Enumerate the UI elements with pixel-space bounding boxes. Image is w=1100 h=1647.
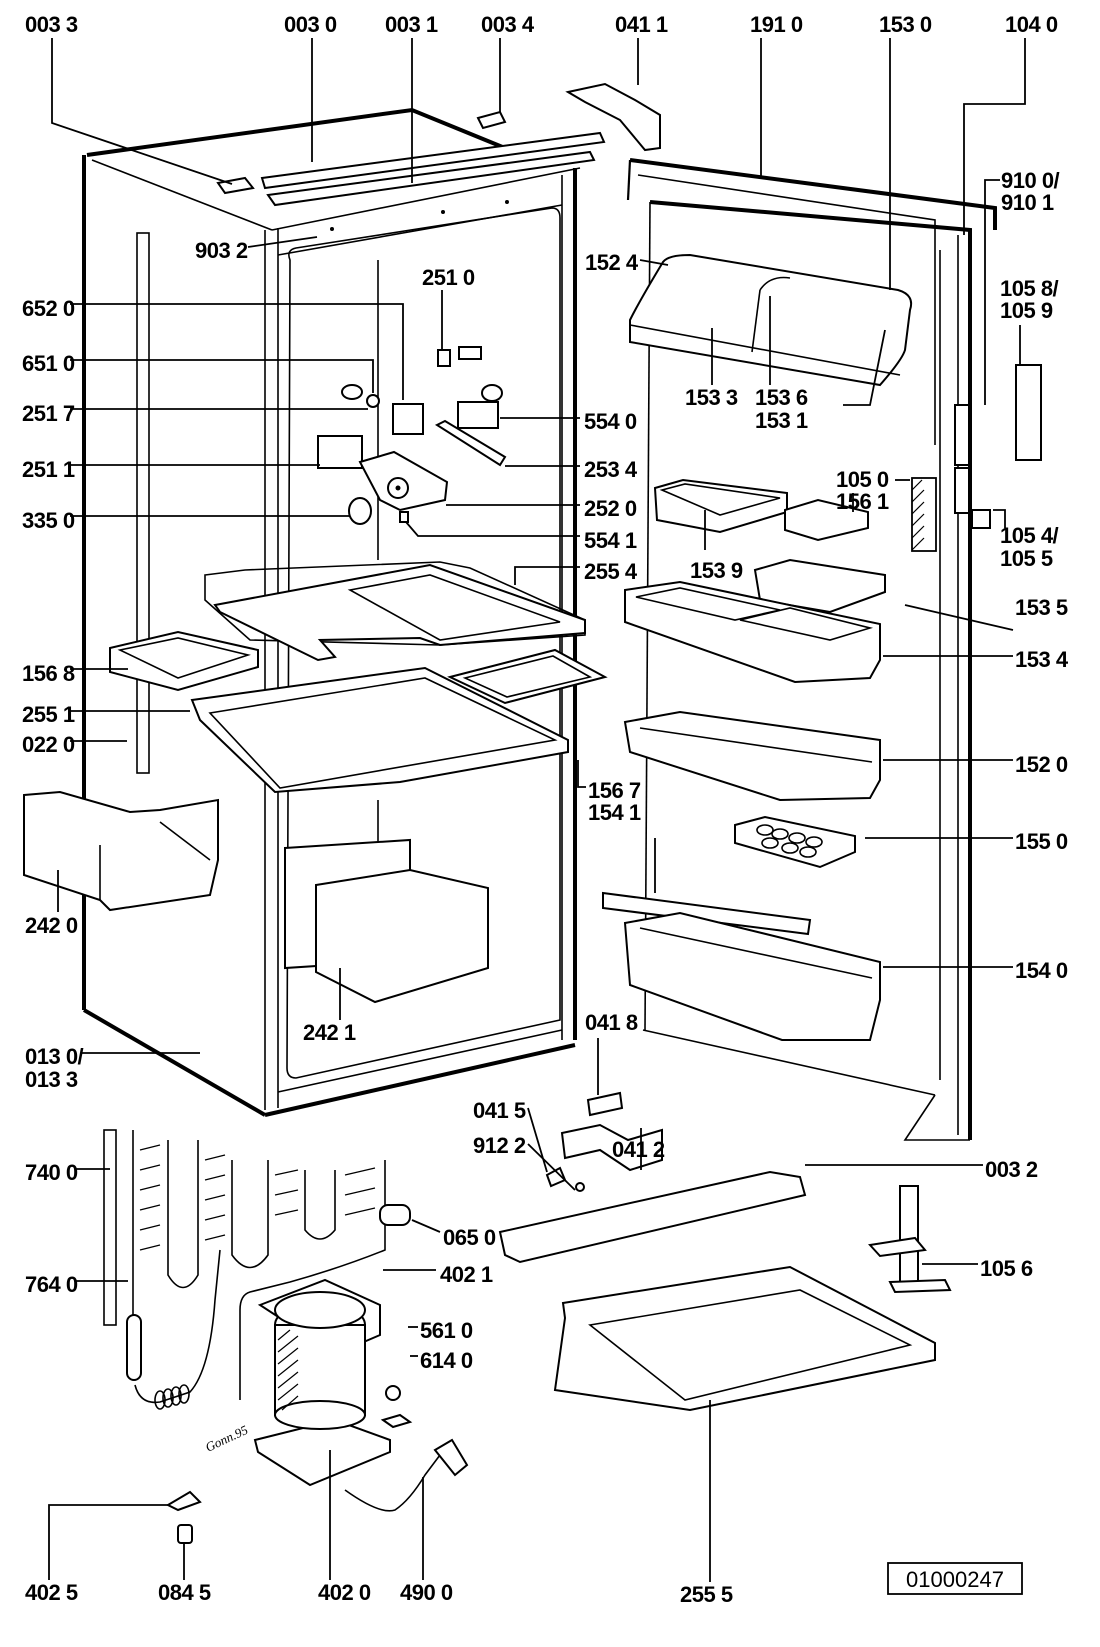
callout-1050: 105 0 [836, 467, 889, 492]
callout-6520: 652 0 [22, 296, 75, 321]
callout-9100: 910 0/ [1001, 168, 1060, 193]
reference-number: 01000247 [906, 1567, 1004, 1592]
callout-2555: 255 5 [680, 1582, 733, 1607]
callout-0415: 041 5 [473, 1098, 526, 1123]
callout-0412: 041 2 [612, 1137, 665, 1162]
callout-5610: 561 0 [420, 1318, 473, 1343]
callout-0220: 022 0 [22, 732, 75, 757]
callout-9122: 912 2 [473, 1133, 526, 1158]
callout-2534: 253 4 [584, 457, 638, 482]
callout-1550: 155 0 [1015, 829, 1068, 854]
leader-lines [48, 38, 1026, 1582]
callout-1530: 153 0 [879, 12, 932, 37]
callout-1524: 152 4 [585, 250, 639, 275]
callout-1055: 105 5 [1000, 546, 1053, 571]
callout-2551: 255 1 [22, 702, 75, 727]
callout-1059: 105 9 [1000, 298, 1053, 323]
callout-0033: 003 3 [25, 12, 78, 37]
callout-6140: 614 0 [420, 1348, 473, 1373]
callout-1536: 153 6 [755, 385, 808, 410]
callout-7640: 764 0 [25, 1272, 78, 1297]
callout-2420: 242 0 [25, 913, 78, 938]
signature-text: Gonn.95 [203, 1422, 251, 1455]
callout-1056: 105 6 [980, 1256, 1033, 1281]
callout-2517: 251 7 [22, 401, 75, 426]
callout-1568: 156 8 [22, 661, 75, 686]
callout-7400: 740 0 [25, 1160, 78, 1185]
cabinet-body [82, 107, 606, 1117]
callout-6510: 651 0 [22, 351, 75, 376]
callout-0034: 003 4 [481, 12, 535, 37]
callout-2511: 251 1 [22, 457, 75, 482]
callout-0418: 041 8 [585, 1010, 638, 1035]
callout-2510: 251 0 [422, 265, 475, 290]
callout-1561: 156 1 [836, 489, 889, 514]
hinges-and-base [498, 82, 952, 1412]
callout-0031: 003 1 [385, 12, 438, 37]
callout-2421: 242 1 [303, 1020, 356, 1045]
callout-4020: 402 0 [318, 1580, 371, 1605]
callout-1058: 105 8/ [1000, 276, 1059, 301]
callout-1533: 153 3 [685, 385, 738, 410]
callout-1539: 153 9 [690, 558, 743, 583]
callout-0845: 084 5 [158, 1580, 211, 1605]
callout-1054: 105 4/ [1000, 523, 1059, 548]
callout-1040: 104 0 [1005, 12, 1058, 37]
callout-0032: 003 2 [985, 1157, 1038, 1182]
door-assembly [602, 158, 1042, 1141]
callout-1534: 153 4 [1015, 647, 1069, 672]
callout-0030: 003 0 [284, 12, 337, 37]
shelves [23, 561, 608, 1004]
thermostat-lamp-assembly [317, 346, 507, 525]
reference-number-box: 01000247 [887, 1562, 1023, 1595]
callout-0133: 013 3 [25, 1067, 78, 1092]
callout-0130: 013 0/ [25, 1044, 84, 1069]
callout-3350: 335 0 [22, 508, 75, 533]
callout-1540: 154 0 [1015, 958, 1068, 983]
callout-5540: 554 0 [584, 409, 637, 434]
callout-labels: 003 3 003 0 003 1 003 4 041 1 191 0 153 … [22, 12, 1069, 1607]
callout-9101: 910 1 [1001, 190, 1054, 215]
callout-4025: 402 5 [25, 1580, 78, 1605]
callout-5541: 554 1 [584, 528, 637, 553]
callout-2520: 252 0 [584, 496, 637, 521]
condenser-and-compressor: Gonn.95 [103, 1129, 469, 1544]
callout-1531: 153 1 [755, 408, 808, 433]
callout-2554: 255 4 [584, 559, 638, 584]
callout-0411: 041 1 [615, 12, 668, 37]
callout-9032: 903 2 [195, 238, 248, 263]
callout-4900: 490 0 [400, 1580, 453, 1605]
callout-1567: 156 7 [588, 778, 641, 803]
callout-0650: 065 0 [443, 1225, 496, 1250]
callout-1910: 191 0 [750, 12, 803, 37]
callout-4021: 402 1 [440, 1262, 493, 1287]
callout-1535: 153 5 [1015, 595, 1068, 620]
callout-1541: 154 1 [588, 800, 641, 825]
callout-1520: 152 0 [1015, 752, 1068, 777]
